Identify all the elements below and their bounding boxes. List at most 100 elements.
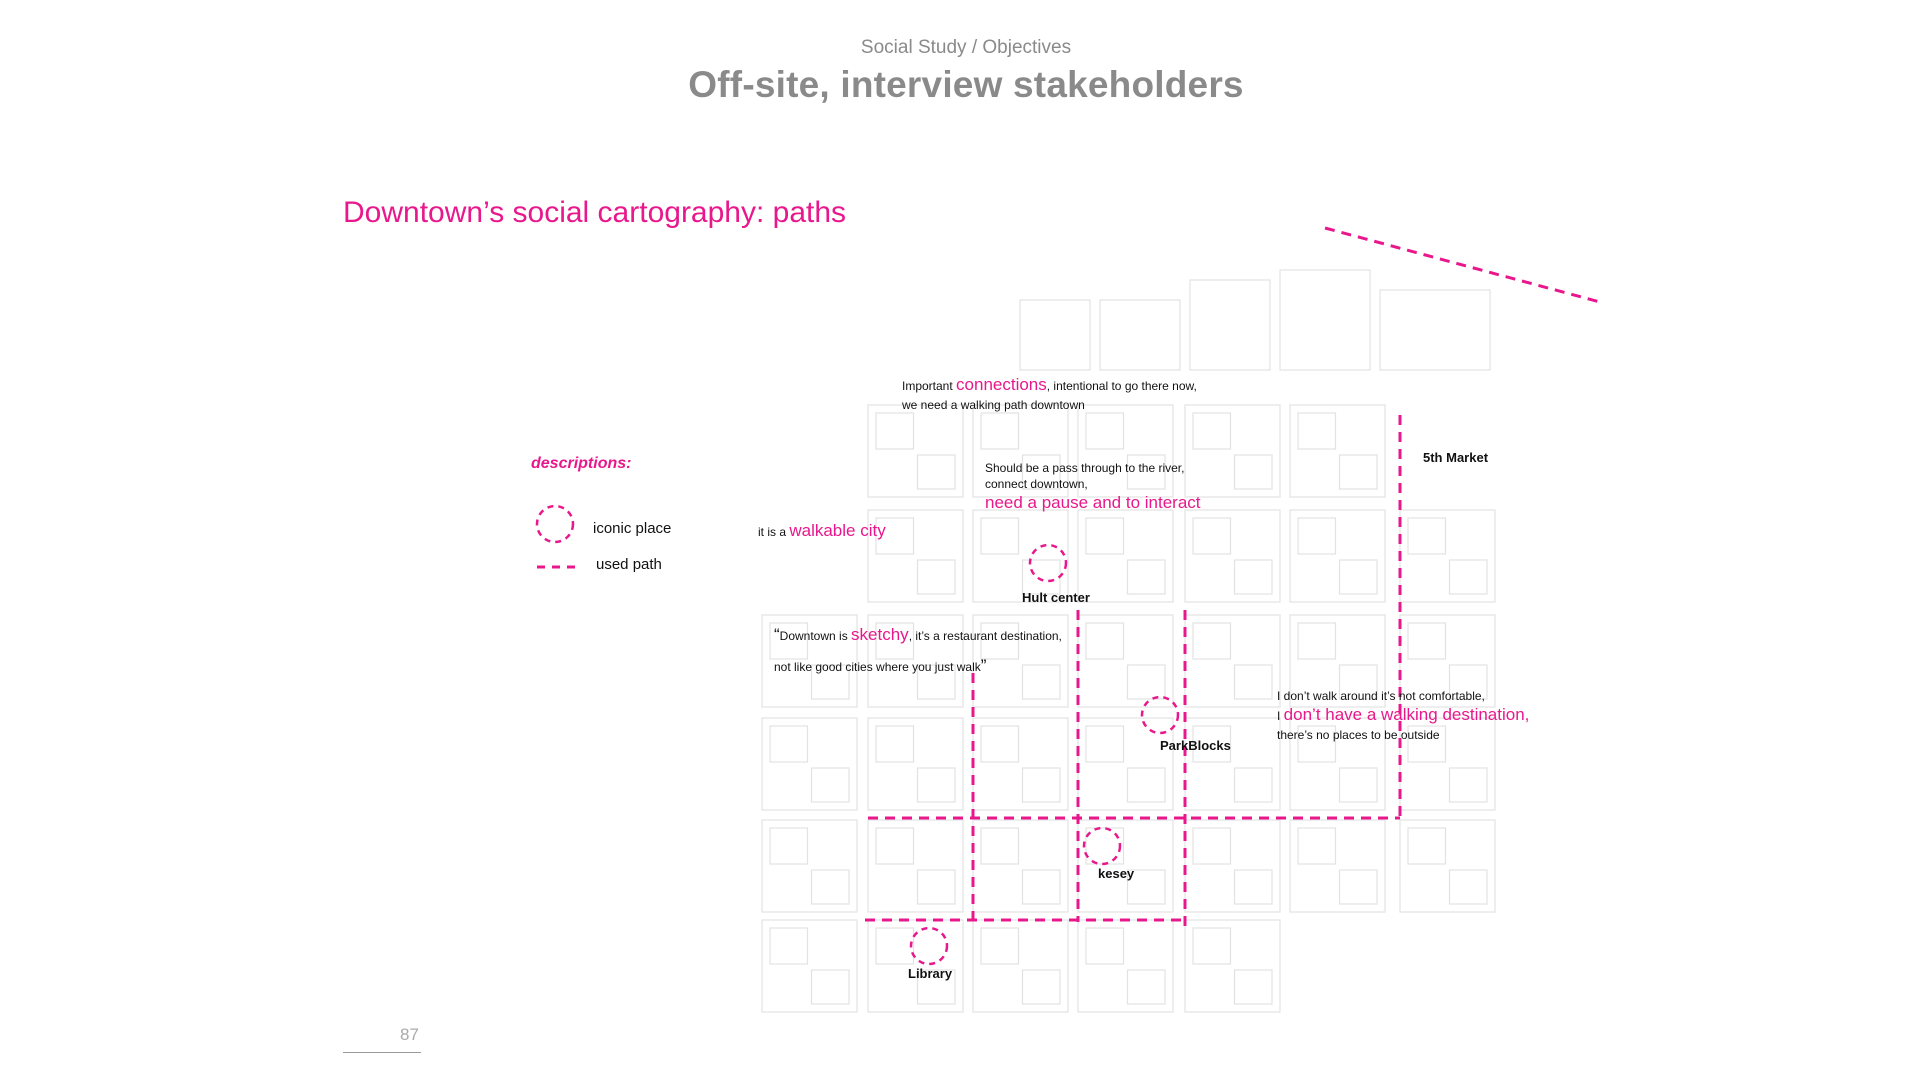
map-block [916, 767, 956, 803]
map-block [972, 509, 1069, 603]
map-blocks [761, 269, 1496, 1013]
map-block [980, 622, 1020, 660]
used-paths [865, 226, 1601, 928]
map-block [1407, 827, 1447, 865]
quote-mark: “ [774, 625, 780, 644]
map-block [867, 919, 964, 1013]
map-block [1379, 289, 1491, 371]
map-block [1338, 559, 1378, 595]
map-block [875, 927, 915, 965]
quote-text: not like good cities where you just walk [774, 659, 981, 674]
quote-walk-around: I don’t walk around it’s not comfortable… [1277, 688, 1529, 743]
page-title: Off-site, interview stakeholders [688, 64, 1244, 105]
map-block [1338, 664, 1378, 700]
map-block [867, 717, 964, 811]
iconic-place-parkblocks [1140, 695, 1180, 735]
quote-text: , it’s a restaurant destination, [908, 629, 1062, 643]
legend-used-path-label: used path [596, 556, 662, 573]
quote-text: Should be a pass through to the river, [985, 461, 1185, 475]
map-block [1448, 767, 1488, 803]
map-block [1126, 454, 1166, 490]
map-block [1289, 404, 1386, 498]
map-block [1407, 622, 1447, 660]
map-block [875, 622, 915, 660]
map-block [1077, 509, 1174, 603]
map-block [916, 559, 956, 595]
map-block [1184, 614, 1281, 708]
legend-circle-icon [535, 504, 575, 544]
map-block [1085, 622, 1125, 660]
place-label-hult: Hult center [1022, 590, 1090, 605]
map-block [972, 404, 1069, 498]
map-block [1289, 509, 1386, 603]
quote-text: , [1524, 705, 1530, 725]
quote-text: it is a [758, 525, 790, 539]
quote-keyword: sketchy [851, 625, 909, 644]
map-block [1407, 517, 1447, 555]
map-block [761, 717, 858, 811]
map-block [1297, 725, 1337, 763]
map-block [1021, 664, 1061, 700]
map-block [867, 404, 964, 498]
map-block [1192, 412, 1232, 450]
map-block [916, 454, 956, 490]
map-block [1233, 969, 1273, 1005]
quote-connections: Important connections, intentional to go… [902, 374, 1197, 413]
quote-keyword: need a pause and to interact [985, 493, 1201, 513]
quote-text: connect downtown, [985, 477, 1088, 492]
quote-walkable: it is a walkable city [758, 520, 886, 543]
map-block [1407, 725, 1447, 763]
map-block [916, 869, 956, 905]
map-block [867, 614, 964, 708]
page-number: 87 [400, 1025, 419, 1044]
quote-river: Should be a pass through to the river, c… [985, 460, 1201, 515]
map-block [810, 664, 850, 700]
map-block [810, 969, 850, 1005]
used-path [1324, 226, 1601, 304]
quote-text: I [1277, 709, 1284, 724]
map-block [1126, 559, 1166, 595]
iconic-place-hult [1028, 543, 1068, 583]
map-block [1021, 454, 1061, 490]
map-block [1233, 767, 1273, 803]
iconic-places [909, 543, 1180, 966]
map-block [875, 412, 915, 450]
map-block [980, 827, 1020, 865]
quote-sketchy: “Downtown is sketchy, it’s a restaurant … [774, 620, 1062, 681]
map-block [916, 664, 956, 700]
quote-text: there’s no places to be outside [1277, 728, 1440, 743]
map-block [1338, 454, 1378, 490]
iconic-place-library [909, 926, 949, 966]
map-block [1297, 412, 1337, 450]
map-block [1297, 517, 1337, 555]
map-block [1021, 767, 1061, 803]
map-block [1289, 614, 1386, 708]
map-block [1085, 725, 1125, 763]
place-label-parkblocks: ParkBlocks [1160, 738, 1231, 753]
map-block [980, 725, 1020, 763]
map-block [769, 827, 809, 865]
quote-keyword: walkable city [789, 521, 886, 540]
map-block [1019, 299, 1091, 371]
map-block [1289, 717, 1386, 811]
map-block [1192, 827, 1232, 865]
map-block [1126, 869, 1166, 905]
map-block [980, 517, 1020, 555]
iconic-place-kesey [1082, 826, 1122, 866]
map-block [1297, 827, 1337, 865]
legend-title: descriptions: [531, 455, 632, 472]
map-block [1077, 614, 1174, 708]
quote-text: Downtown is [779, 629, 852, 643]
map-block [1192, 927, 1232, 965]
map-block [1184, 717, 1281, 811]
map-block [1279, 269, 1371, 371]
map-block [810, 869, 850, 905]
map-block [1338, 767, 1378, 803]
map-block [1126, 664, 1166, 700]
map-block [1189, 279, 1271, 371]
quote-text: we need a walking path downtown [902, 397, 1085, 412]
map-block [1399, 819, 1496, 913]
map-block [972, 919, 1069, 1013]
map-block [1289, 819, 1386, 913]
